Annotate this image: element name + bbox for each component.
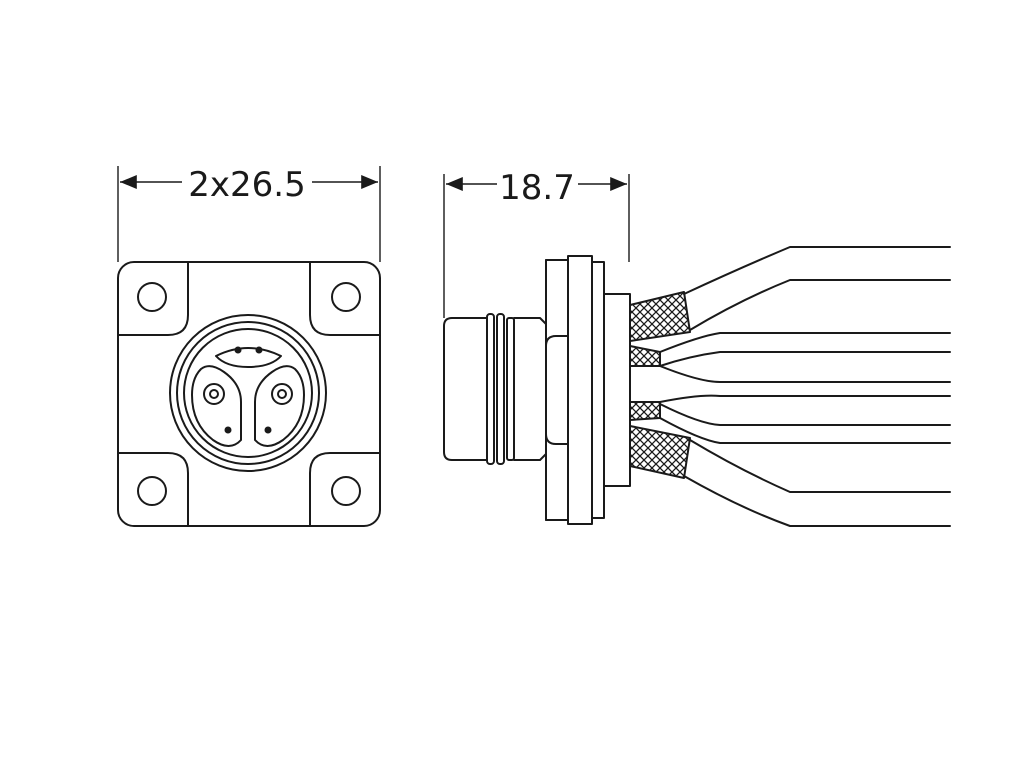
cable-2-upper xyxy=(659,332,951,353)
braid-sleeve-lower-mid xyxy=(629,401,661,421)
signal-pin xyxy=(234,346,242,354)
braid-sleeve-bottom xyxy=(629,425,691,479)
cable-5-lower xyxy=(683,475,951,527)
power-pin-left-outer xyxy=(203,383,225,405)
side-view: 18.7 xyxy=(443,168,951,527)
cable-4-upper xyxy=(659,403,951,426)
receptacle-outer-ring xyxy=(169,314,327,472)
front-width-dimension: 2x26.5 xyxy=(188,165,305,205)
flange-back xyxy=(591,261,605,519)
power-pin-left-inner xyxy=(209,389,219,399)
signal-pin xyxy=(255,346,263,354)
receptacle-inner-ring xyxy=(183,328,313,458)
corner-recess-top-left xyxy=(117,261,189,336)
connector-nose xyxy=(443,317,488,461)
flange-plate xyxy=(567,255,593,525)
groove-ring xyxy=(496,313,505,465)
cable-4-lower xyxy=(659,417,951,444)
side-depth-dimension: 18.7 xyxy=(499,168,575,208)
flange-side-bottom xyxy=(545,433,569,521)
receptacle-mid-ring xyxy=(176,321,320,465)
insert-segment-right xyxy=(254,365,305,447)
groove-ring xyxy=(486,313,495,465)
power-pin-right-inner xyxy=(277,389,287,399)
signal-pin xyxy=(224,426,232,434)
barrel-body xyxy=(513,317,547,461)
corner-recess-bottom-right xyxy=(309,452,381,527)
braid-sleeve-top xyxy=(629,291,691,342)
front-flange-outline xyxy=(117,261,381,527)
cable-1-upper xyxy=(683,246,951,295)
front-view: 2x26.5 xyxy=(117,165,381,527)
rear-housing xyxy=(603,293,631,487)
mounting-hole-bottom-right xyxy=(331,476,361,506)
cable-5-upper xyxy=(689,439,951,493)
mounting-hole-top-right xyxy=(331,282,361,312)
insert-segment-left xyxy=(191,365,242,447)
corner-recess-top-right xyxy=(309,261,381,336)
cable-3-lower xyxy=(659,394,951,403)
cable-1-lower xyxy=(689,279,951,331)
flange-side-top xyxy=(545,259,569,347)
cable-2-lower xyxy=(659,351,951,367)
cable-3-upper xyxy=(659,365,951,383)
braid-sleeve-upper-mid xyxy=(629,345,661,367)
power-pin-right-outer xyxy=(271,383,293,405)
corner-recess-bottom-left xyxy=(117,452,189,527)
signal-pin xyxy=(264,426,272,434)
mounting-hole-top-left xyxy=(137,282,167,312)
groove-ring xyxy=(506,317,515,461)
mounting-hole-bottom-left xyxy=(137,476,167,506)
insert-segment-top xyxy=(215,347,282,368)
